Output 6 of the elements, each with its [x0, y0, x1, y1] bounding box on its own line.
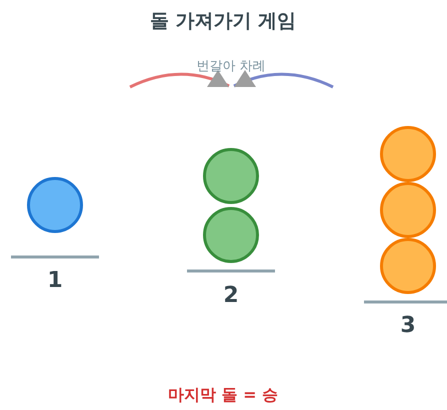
pile-number: 3	[400, 313, 416, 338]
pile-number: 1	[47, 268, 63, 293]
rule-note: 마지막 돌 = 승	[168, 385, 278, 406]
pile-number: 2	[223, 283, 239, 308]
turn-label: 번갈아 차례	[196, 58, 266, 75]
title: 돌 가져가기 게임	[150, 9, 296, 34]
